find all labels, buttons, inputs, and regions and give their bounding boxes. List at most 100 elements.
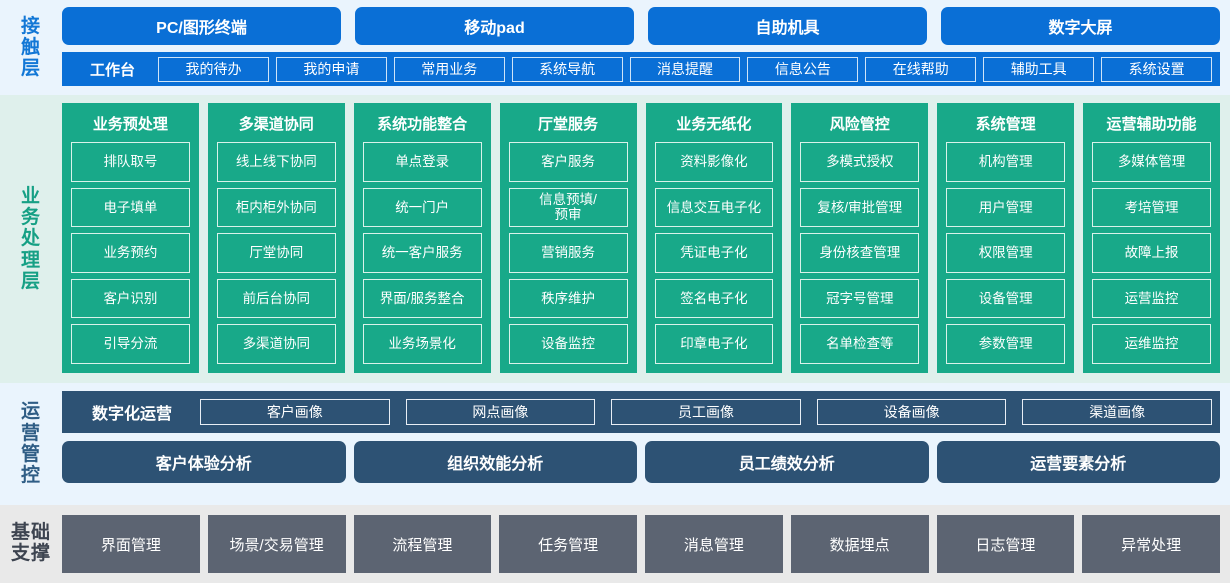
portrait-channel[interactable]: 渠道画像 [1022, 399, 1212, 425]
business-item[interactable]: 单点登录 [362, 142, 482, 182]
business-item[interactable]: 界面/服务整合 [362, 278, 482, 319]
business-item[interactable]: 冠字号管理 [800, 278, 920, 319]
analysis-operation-elements[interactable]: 运营要素分析 [936, 441, 1220, 483]
business-item[interactable]: 设备管理 [946, 278, 1066, 319]
workbench-item-auxiliary-tools[interactable]: 辅助工具 [983, 56, 1095, 82]
business-item[interactable]: 业务场景化 [362, 324, 482, 364]
business-item[interactable]: 运维监控 [1092, 324, 1211, 364]
business-item[interactable]: 名单检查等 [800, 324, 920, 364]
business-item[interactable]: 信息预填/ 预审 [508, 187, 628, 228]
workbench-item-message-alert-label: 消息提醒 [657, 61, 714, 77]
workbench-item-message-alert[interactable]: 消息提醒 [629, 56, 741, 82]
analysis-operation-elements-label: 运营要素分析 [1030, 456, 1127, 473]
business-item[interactable]: 统一客户服务 [362, 233, 482, 273]
business-item[interactable]: 考培管理 [1092, 187, 1211, 228]
business-item[interactable]: 多媒体管理 [1092, 142, 1211, 182]
portrait-customer-label: 客户画像 [266, 404, 323, 420]
foundation-row: 界面管理 场景/交易管理 流程管理 任务管理 消息管理 数据埋点 日志管理 异常… [62, 515, 1220, 573]
business-item[interactable]: 柜内柜外协同 [216, 187, 336, 228]
business-item[interactable]: 多模式授权 [800, 142, 920, 182]
workbench-item-system-settings[interactable]: 系统设置 [1101, 56, 1213, 82]
business-column-paperless: 业务无纸化 资料影像化 信息交互电子化 凭证电子化 签名电子化 印章电子化 [645, 103, 783, 373]
business-item[interactable]: 多渠道协同 [216, 324, 336, 364]
business-item[interactable]: 权限管理 [946, 233, 1066, 273]
business-item[interactable]: 线上线下协同 [216, 142, 336, 182]
business-item[interactable]: 签名电子化 [654, 278, 774, 319]
terminal-mobile-pad-label: 移动pad [464, 20, 525, 37]
business-item[interactable]: 统一门户 [362, 187, 482, 228]
business-item[interactable]: 客户识别 [71, 278, 190, 319]
terminal-self-service[interactable]: 自助机具 [648, 7, 927, 45]
business-item[interactable]: 设备监控 [508, 324, 628, 364]
business-item[interactable]: 身份核查管理 [800, 233, 920, 273]
workbench-item-my-application-label: 我的申请 [303, 61, 360, 77]
business-item[interactable]: 故障上报 [1092, 233, 1211, 273]
foundation-item-process-management[interactable]: 流程管理 [353, 515, 492, 573]
foundation-item-scenario-transaction[interactable]: 场景/交易管理 [207, 515, 346, 573]
business-column-system-management-title: 系统管理 [975, 115, 1036, 133]
business-column-pretreatment: 业务预处理 排队取号 电子填单 业务预约 客户识别 引导分流 [62, 103, 199, 373]
business-item[interactable]: 信息交互电子化 [654, 187, 774, 228]
business-item[interactable]: 复核/审批管理 [800, 187, 920, 228]
terminal-row: PC/图形终端 移动pad 自助机具 数字大屏 [62, 7, 1220, 45]
workbench-item-auxiliary-tools-label: 辅助工具 [1010, 61, 1067, 77]
business-column-hall-service: 厅堂服务 客户服务 信息预填/ 预审 营销服务 秩序维护 设备监控 [499, 103, 637, 373]
business-item[interactable]: 机构管理 [946, 142, 1066, 182]
operations-layer-band: 运 营 管 控 数字化运营 客户画像 网点画像 员工画像 设备画像 渠道画像 客… [0, 383, 1230, 505]
business-item[interactable]: 资料影像化 [654, 142, 774, 182]
workbench-item-my-todo-label: 我的待办 [185, 61, 242, 77]
analysis-employee-performance[interactable]: 员工绩效分析 [645, 441, 929, 483]
business-item[interactable]: 印章电子化 [654, 324, 774, 364]
workbench-item-announcement[interactable]: 信息公告 [747, 56, 859, 82]
analysis-customer-experience[interactable]: 客户体验分析 [62, 441, 346, 483]
foundation-item-data-tracking-label: 数据埋点 [829, 536, 890, 554]
foundation-item-ui-management-label: 界面管理 [100, 536, 161, 554]
workbench-item-online-help[interactable]: 在线帮助 [865, 56, 977, 82]
business-item[interactable]: 客户服务 [508, 142, 628, 182]
portrait-device[interactable]: 设备画像 [816, 399, 1007, 425]
analysis-row: 客户体验分析 组织效能分析 员工绩效分析 运营要素分析 [62, 441, 1220, 483]
business-column-multichannel-title: 多渠道协同 [238, 115, 314, 133]
workbench-item-system-settings-label: 系统设置 [1128, 61, 1185, 77]
foundation-item-data-tracking[interactable]: 数据埋点 [790, 515, 929, 573]
terminal-digital-screen[interactable]: 数字大屏 [941, 7, 1220, 45]
terminal-pc[interactable]: PC/图形终端 [62, 7, 341, 45]
contact-layer-content: PC/图形终端 移动pad 自助机具 数字大屏 工作台 我的待办 我的申请 常用… [62, 0, 1230, 95]
foundation-item-task-management[interactable]: 任务管理 [499, 515, 637, 573]
business-item[interactable]: 用户管理 [946, 187, 1066, 228]
portrait-customer[interactable]: 客户画像 [200, 399, 390, 425]
business-item[interactable]: 凭证电子化 [654, 233, 774, 273]
business-item[interactable]: 引导分流 [71, 324, 190, 364]
workbench-item-common-business[interactable]: 常用业务 [393, 56, 505, 82]
business-item[interactable]: 电子填单 [71, 187, 190, 228]
foundation-item-task-management-label: 任务管理 [538, 536, 599, 554]
business-item[interactable]: 排队取号 [71, 142, 190, 182]
business-item[interactable]: 厅堂协同 [216, 233, 336, 273]
foundation-item-exception-handling[interactable]: 异常处理 [1082, 515, 1220, 573]
portrait-employee-label: 员工画像 [678, 404, 734, 420]
business-item[interactable]: 运营监控 [1092, 278, 1211, 319]
digital-operations-row: 数字化运营 客户画像 网点画像 员工画像 设备画像 渠道画像 [62, 391, 1220, 433]
business-column-risk-control: 风险管控 多模式授权 复核/审批管理 身份核查管理 冠字号管理 名单检查等 [791, 103, 929, 373]
workbench-item-announcement-label: 信息公告 [774, 61, 831, 77]
portrait-branch-label: 网点画像 [472, 404, 529, 420]
foundation-item-log-management[interactable]: 日志管理 [936, 515, 1075, 573]
analysis-organization-efficiency[interactable]: 组织效能分析 [353, 441, 637, 483]
business-item[interactable]: 秩序维护 [508, 278, 628, 319]
business-item[interactable]: 参数管理 [946, 324, 1066, 364]
business-item[interactable]: 业务预约 [71, 233, 190, 273]
portrait-branch[interactable]: 网点画像 [405, 399, 596, 425]
workbench-item-my-application[interactable]: 我的申请 [275, 56, 387, 82]
terminal-mobile-pad[interactable]: 移动pad [355, 7, 634, 45]
foundation-item-ui-management[interactable]: 界面管理 [62, 515, 200, 573]
foundation-item-message-management[interactable]: 消息管理 [645, 515, 783, 573]
workbench-item-system-navigation[interactable]: 系统导航 [511, 56, 623, 82]
business-layer-content: 业务预处理 排队取号 电子填单 业务预约 客户识别 引导分流 多渠道协同 线上线… [62, 95, 1230, 383]
workbench-item-my-todo[interactable]: 我的待办 [158, 56, 269, 82]
business-item[interactable]: 前后台协同 [216, 278, 336, 319]
business-item[interactable]: 营销服务 [508, 233, 628, 273]
foundation-item-process-management-label: 流程管理 [392, 536, 453, 554]
business-column-operation-support-title: 运营辅助功能 [1106, 115, 1197, 133]
portrait-employee[interactable]: 员工画像 [611, 399, 801, 425]
